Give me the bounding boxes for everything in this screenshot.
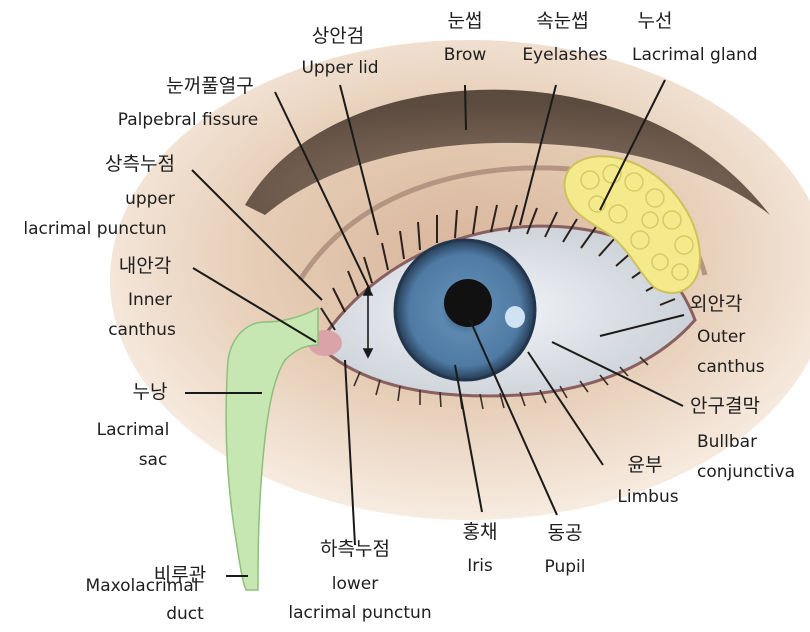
brow-en: Brow xyxy=(420,47,510,64)
lacrimal-gland-en: Lacrimal gland xyxy=(632,47,802,64)
lower-punctum-en1: lower xyxy=(310,576,400,593)
palpebral-fissure-en: Palpebral fissure xyxy=(98,112,278,129)
eye-highlight xyxy=(505,306,525,328)
eyelashes-en: Eyelashes xyxy=(505,47,625,64)
eyelashes-ko: 속눈썹 xyxy=(515,12,610,31)
upper-punctum-en2: lacrimal punctun xyxy=(5,221,185,238)
upper-lid-en: Upper lid xyxy=(280,60,400,77)
outer-canthus-ko: 외안각 xyxy=(690,295,800,314)
palpebral-fissure-ko: 눈꺼풀열구 xyxy=(140,77,280,96)
upper-punctum-en1: upper xyxy=(100,191,200,208)
upper-lid-ko: 상안검 xyxy=(288,27,388,46)
iris-en: Iris xyxy=(440,558,520,575)
lower-punctum-ko: 하측누점 xyxy=(300,540,410,559)
inner-canthus-en2: canthus xyxy=(92,322,192,339)
limbus-ko: 윤부 xyxy=(610,456,680,475)
pupil-ko: 동공 xyxy=(525,524,605,543)
bulbar-conjunctiva-en2: conjunctiva xyxy=(697,464,809,481)
inner-canthus-ko: 내안각 xyxy=(100,257,190,276)
nasolacrimal-duct-en2: duct xyxy=(145,606,225,623)
lacrimal-sac-en2: sac xyxy=(118,452,188,469)
bulbar-conjunctiva-ko: 안구결막 xyxy=(690,397,800,416)
lacrimal-sac-ko: 누낭 xyxy=(115,383,185,402)
nasolacrimal-duct-en1: Maxolacrimal xyxy=(72,578,212,595)
brow-ko: 눈썹 xyxy=(425,12,505,31)
inner-canthus-en1: Inner xyxy=(110,292,190,309)
pupil-en: Pupil xyxy=(525,559,605,576)
iris-ko: 홍채 xyxy=(440,523,520,542)
upper-punctum-ko: 상측누점 xyxy=(85,155,195,174)
lacrimal-gland-ko: 누선 xyxy=(625,12,685,31)
pupil-shape xyxy=(444,279,492,327)
outer-canthus-en1: Outer xyxy=(697,329,797,346)
limbus-en: Limbus xyxy=(603,489,693,506)
lacrimal-sac-en1: Lacrimal xyxy=(78,422,188,439)
bulbar-conjunctiva-en1: Bullbar xyxy=(697,434,797,451)
lower-punctum-en2: lacrimal punctun xyxy=(272,605,448,622)
outer-canthus-en2: canthus xyxy=(697,359,797,376)
